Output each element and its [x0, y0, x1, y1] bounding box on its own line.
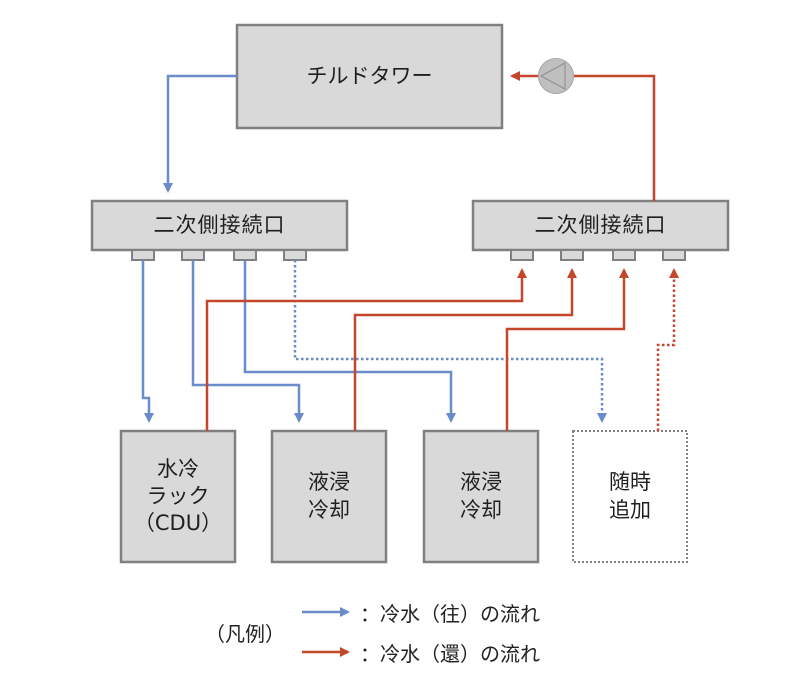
- port: [560, 249, 584, 261]
- unit-label-line: 追加: [609, 497, 651, 522]
- unit-box-cdu: [119, 429, 237, 564]
- connection-right-label: 二次側接続口: [534, 212, 667, 237]
- unit-box-immersion-1: [270, 429, 388, 564]
- unit-label-line: 水冷: [157, 456, 199, 481]
- port: [131, 249, 155, 261]
- port: [283, 249, 307, 261]
- chilled-tower-label: チルドタワー: [306, 63, 433, 88]
- port: [612, 249, 636, 261]
- unit-box-optional: [572, 430, 688, 563]
- port: [181, 249, 205, 261]
- connection-box-left: [90, 199, 349, 252]
- port: [510, 249, 534, 261]
- unit-label-line: （CDU）: [133, 511, 223, 536]
- legend-return-label: ：冷水（還）の流れ: [360, 642, 540, 666]
- supply-line-optional: [293, 260, 607, 423]
- port: [662, 249, 686, 261]
- unit-label-line: 冷却: [460, 497, 502, 522]
- port: [233, 249, 257, 261]
- unit-label-cdu: 水冷 ラック （CDU）: [121, 431, 235, 562]
- chilled-tower-box: [235, 23, 504, 130]
- unit-label-line: 液浸: [308, 470, 350, 495]
- pump-icon: [538, 58, 574, 94]
- unit-label-line: 随時: [609, 470, 651, 495]
- return-line-tower: [574, 74, 656, 201]
- unit-label-line: 冷却: [308, 497, 350, 522]
- supply-line-immersion-2: [243, 260, 456, 423]
- unit-label-line: 液浸: [460, 470, 502, 495]
- ports-left: [131, 249, 307, 261]
- legend-title: （凡例）: [205, 622, 285, 646]
- unit-label-optional: 随時 追加: [573, 431, 687, 562]
- connection-box-right: [471, 199, 730, 252]
- return-line-immersion-2: [505, 268, 629, 431]
- unit-box-immersion-2: [422, 429, 540, 564]
- supply-line-tower: [163, 74, 237, 193]
- ports-right: [510, 249, 686, 261]
- legend-supply-label: ：冷水（往）の流れ: [360, 602, 540, 626]
- unit-label-immersion-2: 液浸 冷却: [424, 431, 538, 562]
- unit-label-line: ラック: [146, 483, 210, 508]
- return-line-optional: [656, 268, 679, 431]
- supply-line-cdu: [141, 260, 154, 423]
- supply-line-immersion-1: [191, 260, 304, 423]
- connection-left-label: 二次側接続口: [153, 212, 286, 237]
- unit-label-immersion-1: 液浸 冷却: [272, 431, 386, 562]
- return-line-cdu: [205, 268, 527, 431]
- return-line-immersion-1: [353, 268, 577, 431]
